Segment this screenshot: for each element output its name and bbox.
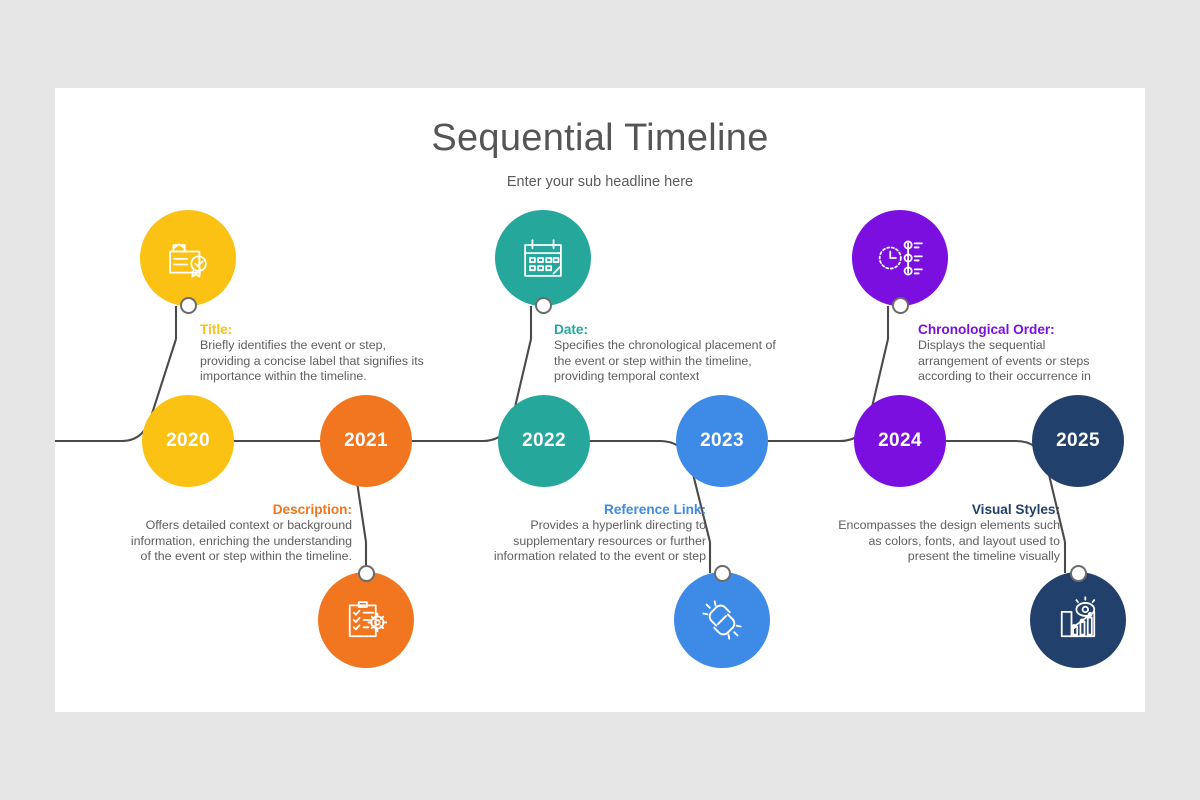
text-block-body: Encompasses the design elements such as … (838, 518, 1060, 564)
text-block-body: Provides a hyperlink directing to supple… (493, 518, 706, 564)
text-block-visual-styles: Visual Styles: Encompasses the design el… (832, 502, 1060, 565)
year-circle-2024[interactable]: 2024 (854, 395, 946, 487)
year-circle-2023[interactable]: 2023 (676, 395, 768, 487)
icon-circle-visual-styles[interactable] (1030, 572, 1126, 668)
text-block-heading: Title: (200, 322, 233, 337)
connector-node-chronological-order (892, 297, 909, 314)
connector-node-title (180, 297, 197, 314)
text-block-chronological-order: Chronological Order: Displays the sequen… (918, 322, 1108, 385)
certificate-award-icon (169, 243, 207, 278)
text-block-heading: Reference Link: (604, 502, 706, 517)
year-label: 2021 (344, 430, 388, 451)
text-block-body: Displays the sequential arrangement of e… (918, 338, 1091, 384)
text-block-reference-link: Reference Link: Provides a hyperlink dir… (476, 502, 706, 565)
page-title: Sequential Timeline (431, 117, 769, 159)
icon-circle-description[interactable] (318, 572, 414, 668)
year-label: 2023 (700, 430, 744, 451)
connector-node-date (535, 297, 552, 314)
year-circle-2025[interactable]: 2025 (1032, 395, 1124, 487)
text-block-date: Date: Specifies the chronological placem… (554, 322, 782, 385)
icon-circle-chronological-order[interactable] (852, 210, 948, 306)
clipboard-checklist-gear-icon (348, 601, 388, 638)
connector-node-reference-link (714, 565, 731, 582)
text-block-heading: Description: (272, 502, 352, 517)
eye-chart-analytics-icon (1060, 596, 1096, 638)
text-block-title: Title: Briefly identifies the event or s… (200, 322, 432, 385)
year-label: 2025 (1056, 430, 1100, 451)
icon-circle-reference-link[interactable] (674, 572, 770, 668)
text-block-heading: Date: (554, 322, 588, 337)
connector-node-visual-styles (1070, 565, 1087, 582)
year-label: 2024 (878, 430, 922, 451)
year-label: 2020 (166, 430, 210, 451)
text-block-heading: Chronological Order: (918, 322, 1055, 337)
text-block-body: Specifies the chronological placement of… (554, 338, 776, 384)
slide-canvas (55, 88, 1145, 712)
icon-circle-date[interactable] (495, 210, 591, 306)
year-circle-2020[interactable]: 2020 (142, 395, 234, 487)
calendar-icon (524, 239, 562, 277)
year-circle-2021[interactable]: 2021 (320, 395, 412, 487)
icon-circle-title[interactable] (140, 210, 236, 306)
text-block-body: Briefly identifies the event or step, pr… (200, 338, 424, 384)
chain-link-icon (702, 600, 742, 640)
year-circle-2022[interactable]: 2022 (498, 395, 590, 487)
clock-timeline-icon (878, 240, 923, 276)
text-block-body: Offers detailed context or background in… (130, 518, 352, 564)
year-label: 2022 (522, 430, 566, 451)
text-block-description: Description: Offers detailed context or … (122, 502, 352, 565)
text-block-heading: Visual Styles: (971, 502, 1060, 517)
connector-node-description (358, 565, 375, 582)
page-subtitle: Enter your sub headline here (506, 174, 694, 190)
